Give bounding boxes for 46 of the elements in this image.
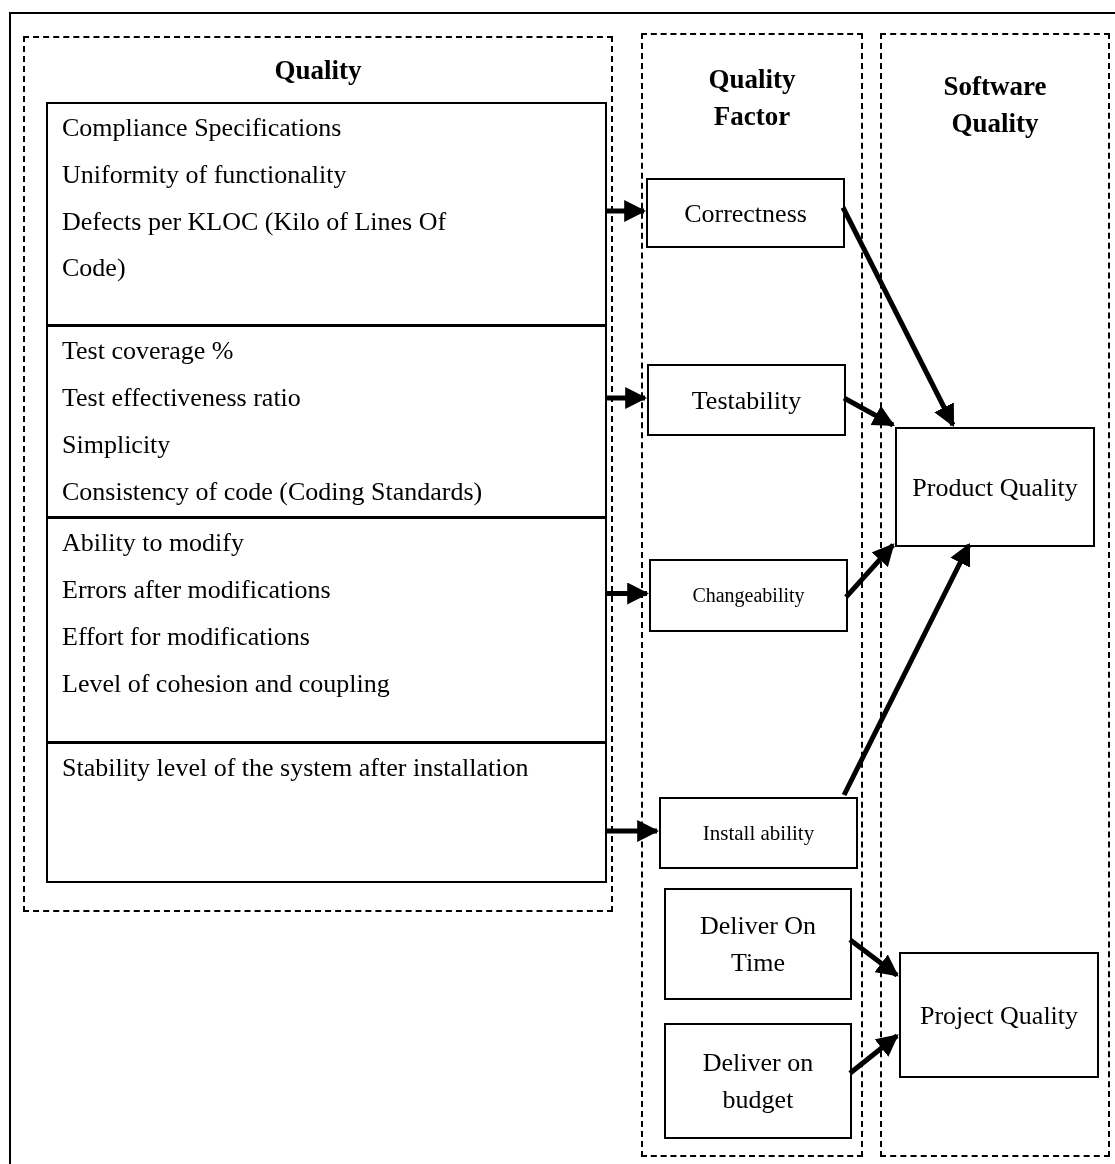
box-label: Correctness bbox=[684, 197, 807, 230]
metric-text: Level of cohesion and coupling bbox=[62, 668, 391, 700]
group-panel bbox=[23, 36, 613, 912]
metric-text: Uniformity of functionality bbox=[62, 159, 348, 191]
box-label: Deliver On Time bbox=[698, 910, 818, 979]
column-heading: Quality Factor bbox=[707, 63, 797, 133]
factor-box bbox=[646, 178, 845, 248]
metric-box bbox=[46, 742, 607, 883]
metric-box bbox=[46, 102, 607, 326]
factor-box bbox=[659, 797, 858, 869]
metric-text: Errors after modifications bbox=[62, 574, 332, 606]
arrow bbox=[841, 543, 972, 797]
metric-text: Simplicity bbox=[62, 429, 172, 461]
factor-box bbox=[649, 559, 848, 632]
box-label: Changeability bbox=[692, 583, 805, 609]
arrow bbox=[848, 937, 899, 978]
metric-text: Test coverage % bbox=[62, 335, 235, 367]
metric-box bbox=[46, 517, 607, 743]
factor-box bbox=[899, 952, 1099, 1078]
group-panel bbox=[880, 33, 1110, 1157]
arrow bbox=[605, 582, 650, 605]
column-heading: Software Quality bbox=[942, 70, 1048, 140]
metric-text: Test effectiveness ratio bbox=[62, 382, 302, 414]
arrow bbox=[844, 543, 895, 599]
group-panel bbox=[641, 33, 863, 1157]
arrow bbox=[605, 200, 647, 222]
column-heading: Quality bbox=[273, 54, 363, 87]
factor-box bbox=[647, 364, 846, 436]
box-label: Project Quality bbox=[919, 999, 1079, 1032]
metric-text: Defects per KLOC (Kilo of Lines Of Code) bbox=[62, 206, 448, 284]
metric-text: Effort for modifications bbox=[62, 621, 311, 653]
arrow bbox=[605, 387, 648, 409]
metric-text: Ability to modify bbox=[62, 527, 245, 559]
factor-box bbox=[895, 427, 1095, 547]
box-label: Deliver on budget bbox=[701, 1047, 815, 1116]
box-label: Testability bbox=[691, 384, 802, 417]
metric-text: Consistency of code (Coding Standards) bbox=[62, 476, 484, 508]
arrow bbox=[848, 1033, 899, 1076]
box-label: Product Quality bbox=[912, 471, 1078, 504]
metric-text: Compliance Specifications bbox=[62, 112, 343, 144]
metric-box bbox=[46, 325, 607, 518]
factor-box bbox=[664, 1023, 852, 1139]
arrow bbox=[605, 820, 660, 842]
factor-box bbox=[664, 888, 852, 1000]
box-label: Install ability bbox=[702, 819, 815, 847]
metric-text: Stability level of the system after installation bbox=[62, 752, 530, 784]
